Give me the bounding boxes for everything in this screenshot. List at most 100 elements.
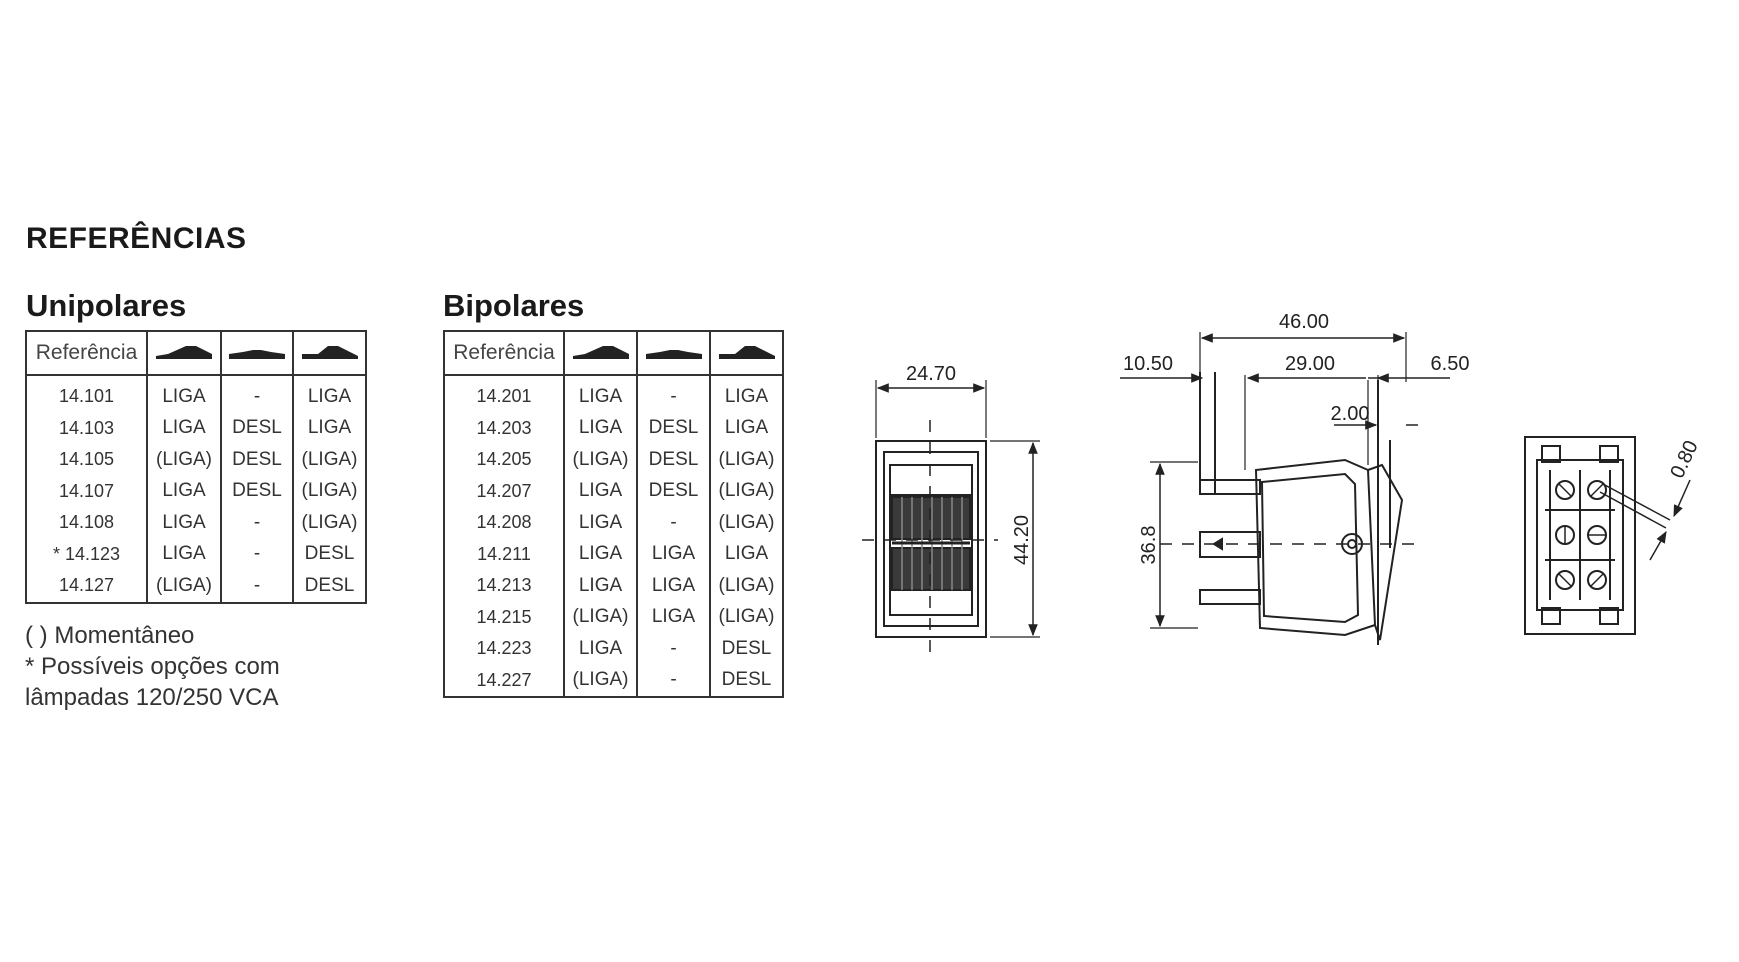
- position-cell: LIGA: [709, 412, 784, 444]
- dimension-terminal-gap: 0.80: [1666, 437, 1702, 482]
- position-cell: DESL: [709, 664, 784, 697]
- legend-lamp-line2: lâmpadas 120/250 VCA: [25, 684, 279, 711]
- position-cell: LIGA: [636, 538, 711, 570]
- dimension-side-height: 36.8: [1138, 526, 1160, 565]
- position-cell: (LIGA): [709, 475, 784, 507]
- position-cell: DESL: [709, 633, 784, 665]
- position-cell: LIGA: [292, 412, 367, 444]
- position-cell: (LIGA): [146, 570, 222, 603]
- position-cell: (LIGA): [563, 444, 638, 476]
- position-cell: DESL: [220, 475, 294, 507]
- position-cell: LIGA: [563, 507, 638, 539]
- reference-cell: 14.108: [25, 507, 148, 539]
- position-cell: DESL: [220, 412, 294, 444]
- legend-lamp-line1: * Possíveis opções com: [25, 653, 280, 680]
- reference-cell: 14.208: [443, 507, 565, 539]
- position-cell: DESL: [636, 412, 711, 444]
- page-title: REFERÊNCIAS: [26, 222, 247, 255]
- position-cell: LIGA: [146, 475, 222, 507]
- position-cell: -: [220, 375, 294, 413]
- position-cell: LIGA: [636, 601, 711, 633]
- reference-cell: 14.203: [443, 412, 565, 444]
- position-cell: DESL: [636, 444, 711, 476]
- dimension-front-width: 24.70: [906, 363, 956, 385]
- dimension-body-length: 29.00: [1285, 353, 1335, 375]
- table-row: 14.205(LIGA)DESL(LIGA): [443, 444, 784, 476]
- position-cell: -: [636, 507, 711, 539]
- position-cell: -: [220, 507, 294, 539]
- reference-cell: 14.205: [443, 444, 565, 476]
- position-cell: -: [220, 570, 294, 603]
- position-cell: (LIGA): [709, 507, 784, 539]
- position-icon-down: [292, 330, 367, 376]
- position-cell: LIGA: [636, 570, 711, 602]
- position-cell: LIGA: [563, 633, 638, 665]
- dimension-overall-length: 46.00: [1279, 311, 1329, 333]
- position-cell: LIGA: [563, 538, 638, 570]
- position-cell: LIGA: [709, 538, 784, 570]
- position-cell: LIGA: [292, 375, 367, 413]
- position-cell: (LIGA): [709, 601, 784, 633]
- position-cell: (LIGA): [709, 444, 784, 476]
- reference-cell: 14.227: [443, 664, 565, 697]
- side-view-drawing: [1120, 332, 1450, 645]
- reference-cell: 14.107: [25, 475, 148, 507]
- dimension-right-offset: 6.50: [1431, 353, 1470, 375]
- position-cell: (LIGA): [146, 444, 222, 476]
- position-cell: LIGA: [709, 375, 784, 413]
- position-cell: -: [636, 375, 711, 413]
- position-icon-up: [563, 330, 638, 376]
- reference-cell: 14.215: [443, 601, 565, 633]
- position-cell: LIGA: [563, 475, 638, 507]
- position-cell: LIGA: [563, 412, 638, 444]
- legend-momentary: ( ) Momentâneo: [25, 622, 195, 649]
- reference-cell: 14.223: [443, 633, 565, 665]
- reference-cell: 14.105: [25, 444, 148, 476]
- reference-cell: 14.211: [443, 538, 565, 570]
- unipolares-title: Unipolares: [26, 288, 187, 323]
- position-cell: DESL: [292, 570, 367, 603]
- position-icon-center: [220, 330, 294, 376]
- position-cell: DESL: [292, 538, 367, 570]
- rear-view-drawing: [1524, 436, 1691, 635]
- position-cell: LIGA: [146, 412, 222, 444]
- position-icon-down: [709, 330, 784, 376]
- reference-cell: 14.213: [443, 570, 565, 602]
- position-cell: -: [636, 664, 711, 697]
- dimension-left-offset: 10.50: [1123, 353, 1173, 375]
- reference-cell: 14.101: [25, 375, 148, 413]
- position-icon-center: [636, 330, 711, 376]
- reference-cell: 14.207: [443, 475, 565, 507]
- reference-header: Referência: [443, 330, 565, 376]
- position-icon-up: [146, 330, 222, 376]
- position-cell: (LIGA): [292, 507, 367, 539]
- dimension-front-height: 44.20: [1011, 515, 1033, 565]
- position-cell: LIGA: [563, 570, 638, 602]
- table-row: 14.127(LIGA)-DESL: [25, 570, 367, 603]
- position-cell: LIGA: [563, 375, 638, 413]
- table-row: 14.227(LIGA)-DESL: [443, 664, 784, 697]
- position-cell: DESL: [636, 475, 711, 507]
- reference-cell: * 14.123: [25, 538, 148, 570]
- reference-cell: 14.103: [25, 412, 148, 444]
- reference-cell: 14.201: [443, 375, 565, 413]
- table-row: 14.215(LIGA)LIGA(LIGA): [443, 601, 784, 633]
- position-cell: (LIGA): [292, 444, 367, 476]
- position-cell: -: [220, 538, 294, 570]
- legend: ( ) Momentâneo * Possíveis opções com lâ…: [25, 620, 280, 713]
- bipolares-title: Bipolares: [443, 288, 585, 323]
- position-cell: (LIGA): [563, 664, 638, 697]
- position-cell: LIGA: [146, 375, 222, 413]
- dimension-flange: 2.00: [1331, 403, 1370, 425]
- position-cell: (LIGA): [563, 601, 638, 633]
